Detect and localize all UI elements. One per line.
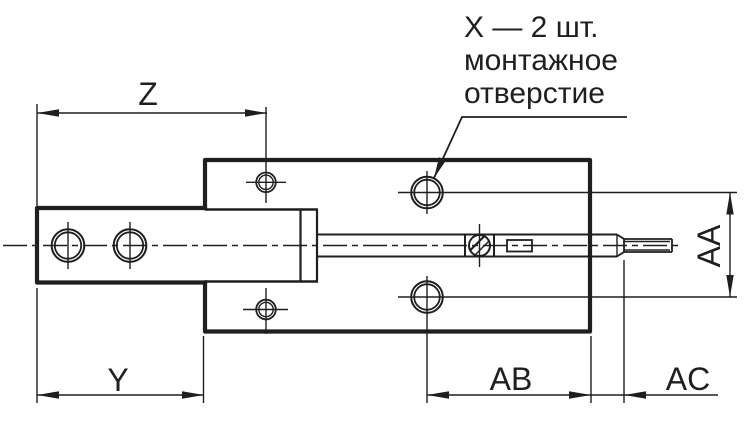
arrowhead (569, 391, 591, 399)
arrowhead (726, 192, 734, 215)
arrowhead (37, 109, 59, 117)
callout-leader (433, 116, 627, 179)
callout-line-1: X — 2 шт. (464, 11, 599, 44)
cylinder-body (202, 157, 593, 334)
arrowhead (726, 275, 734, 297)
arrowhead (182, 391, 204, 399)
arrowhead (427, 391, 449, 399)
tip-chamfer-bottom (616, 251, 625, 258)
dim-label-y: Y (107, 362, 128, 398)
inner-barrel (205, 208, 319, 283)
dimension-z: Z (36, 76, 267, 206)
dim-label-aa: AA (691, 224, 727, 267)
tip-chamfer-top (616, 233, 625, 240)
arrowhead (37, 391, 59, 399)
left-block-outline (34, 205, 208, 285)
left-mount-block (34, 205, 208, 285)
arrowhead (624, 391, 646, 399)
piston-rod (318, 224, 673, 267)
dim-label-ab: AB (490, 361, 533, 397)
dimension-ac: AC (591, 260, 718, 403)
callout-line-3: отверстие (464, 77, 605, 110)
callout-line-2: монтажное (464, 44, 618, 77)
body-outline (202, 157, 593, 334)
callout-text-block: X — 2 шт. монтажное отверстие (464, 11, 618, 110)
dimension-y: Y (36, 288, 205, 403)
dim-label-z: Z (138, 76, 158, 112)
leader-line (433, 116, 627, 179)
dim-label-ac: AC (666, 361, 710, 397)
leader-arrowhead (434, 157, 446, 178)
dimension-ab: AB (426, 276, 592, 403)
arrowhead (245, 109, 267, 117)
rod-slot (506, 239, 533, 253)
dimension-aa: AA (398, 191, 737, 298)
